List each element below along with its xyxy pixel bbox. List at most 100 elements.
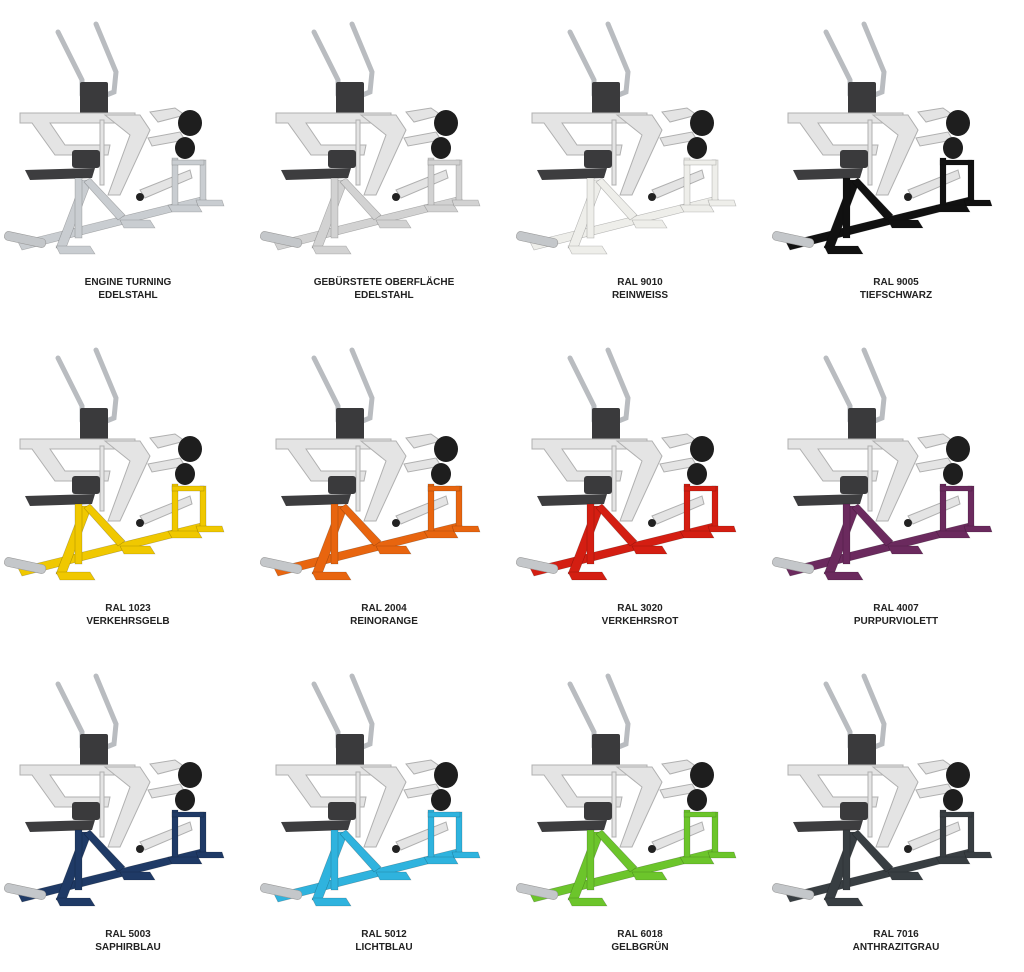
swatch-code: ENGINE TURNING	[84, 277, 172, 288]
weight-plates-icon	[431, 762, 458, 811]
swatch-name: VERKEHRSGELB	[86, 616, 170, 627]
machine-image	[516, 347, 737, 581]
seat-back-pad	[72, 150, 100, 168]
swatch-code: RAL 9005	[873, 277, 919, 288]
machine-image	[516, 673, 737, 907]
machine-image	[516, 21, 737, 255]
swatch-name: EDELSTAHL	[354, 290, 414, 301]
base-frame	[785, 483, 993, 581]
foot-roller	[516, 883, 559, 900]
foot-roller	[516, 231, 559, 248]
back-pad	[848, 82, 876, 116]
color-swatch: RAL 2004 REINORANGE	[256, 326, 512, 652]
seat-back-pad	[584, 476, 612, 494]
base-frame	[17, 483, 225, 581]
swatch-label: RAL 6018 GELBGRÜN	[512, 928, 768, 954]
color-swatch: ENGINE TURNING EDELSTAHL	[0, 0, 256, 326]
swatch-code: GEBÜRSTETE OBERFLÄCHE	[313, 277, 455, 288]
back-pad	[80, 734, 108, 768]
machine-image	[772, 21, 993, 255]
seat	[537, 820, 607, 832]
swatch-label: GEBÜRSTETE OBERFLÄCHE EDELSTAHL	[256, 276, 512, 302]
color-swatch: RAL 5012 LICHTBLAU	[256, 652, 512, 972]
swatch-name: EDELSTAHL	[98, 290, 158, 301]
foot-roller	[772, 883, 815, 900]
seat	[793, 820, 863, 832]
pivot-knob	[392, 519, 400, 527]
base-frame	[529, 809, 737, 907]
swatch-code: RAL 1023	[105, 603, 151, 614]
seat-back-pad	[584, 150, 612, 168]
foot-roller	[4, 557, 47, 574]
frame	[531, 433, 705, 525]
seat	[537, 168, 607, 180]
machine-image	[4, 21, 225, 255]
color-swatch: RAL 1023 VERKEHRSGELB	[0, 326, 256, 652]
machine-image	[260, 347, 481, 581]
frame	[531, 759, 705, 851]
machine-image	[772, 673, 993, 907]
foot-roller	[260, 231, 303, 248]
frame	[275, 107, 449, 199]
swatch-code: RAL 3020	[617, 603, 663, 614]
color-swatch: RAL 4007 PURPURVIOLETT	[768, 326, 1024, 652]
base-frame	[17, 809, 225, 907]
seat-back-pad	[840, 802, 868, 820]
base-frame	[273, 157, 481, 255]
color-swatch: RAL 7016 ANTHRAZITGRAU	[768, 652, 1024, 972]
seat	[281, 168, 351, 180]
base-frame	[273, 483, 481, 581]
swatch-code: RAL 7016	[873, 929, 919, 940]
swatch-label: RAL 3020 VERKEHRSROT	[512, 602, 768, 628]
back-pad	[336, 734, 364, 768]
seat-back-pad	[328, 802, 356, 820]
base-frame	[529, 483, 737, 581]
foot-roller	[4, 231, 47, 248]
swatch-label: RAL 5012 LICHTBLAU	[256, 928, 512, 954]
swatch-name: REINWEISS	[611, 290, 669, 301]
weight-plates-icon	[943, 436, 970, 485]
machine-image	[772, 347, 993, 581]
seat-back-pad	[328, 150, 356, 168]
base-frame	[273, 809, 481, 907]
swatch-label: RAL 1023 VERKEHRSGELB	[0, 602, 256, 628]
machine-image	[260, 21, 481, 255]
pivot-knob	[136, 193, 144, 201]
seat	[25, 494, 95, 506]
pivot-knob	[392, 193, 400, 201]
base-frame	[785, 809, 993, 907]
pivot-knob	[648, 845, 656, 853]
back-pad	[80, 82, 108, 116]
swatch-name: REINORANGE	[350, 616, 418, 627]
machine-image	[4, 347, 225, 581]
machine-image	[4, 673, 225, 907]
foot-roller	[516, 557, 559, 574]
weight-plates-icon	[943, 762, 970, 811]
back-pad	[592, 82, 620, 116]
pivot-knob	[904, 193, 912, 201]
frame	[531, 107, 705, 199]
weight-plates-icon	[687, 110, 714, 159]
seat	[537, 494, 607, 506]
color-swatch: RAL 5003 SAPHIRBLAU	[0, 652, 256, 972]
weight-plates-icon	[175, 436, 202, 485]
swatch-code: RAL 4007	[873, 603, 919, 614]
swatch-name: SAPHIRBLAU	[95, 942, 161, 953]
color-swatch: RAL 9010 REINWEISS	[512, 0, 768, 326]
back-pad	[336, 408, 364, 442]
weight-plates-icon	[431, 436, 458, 485]
seat	[25, 168, 95, 180]
frame	[19, 107, 193, 199]
foot-roller	[4, 883, 47, 900]
back-pad	[336, 82, 364, 116]
back-pad	[592, 408, 620, 442]
swatch-name: LICHTBLAU	[355, 942, 413, 953]
swatch-label: RAL 9005 TIEFSCHWARZ	[768, 276, 1024, 302]
base-frame	[785, 157, 993, 255]
frame	[19, 759, 193, 851]
swatch-label: ENGINE TURNING EDELSTAHL	[0, 276, 256, 302]
seat	[281, 494, 351, 506]
pivot-knob	[904, 845, 912, 853]
frame	[787, 433, 961, 525]
seat	[25, 820, 95, 832]
